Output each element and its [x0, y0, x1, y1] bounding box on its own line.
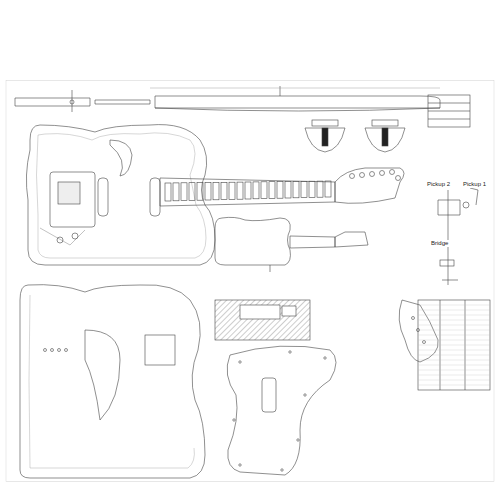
body-front-view — [26, 125, 215, 265]
fret-marker — [253, 182, 259, 199]
table-row-line — [418, 375, 490, 376]
table-row-line — [418, 360, 490, 361]
pickup-details — [438, 188, 478, 285]
fret-marker — [277, 182, 283, 199]
table-row-line — [418, 350, 490, 351]
table-row-line — [418, 370, 490, 371]
fret-marker — [229, 182, 235, 199]
table-row-line — [418, 305, 490, 306]
headstock-template — [399, 300, 438, 362]
neck-side-view — [15, 86, 440, 112]
body-small-view — [215, 217, 368, 272]
fret-marker — [165, 183, 171, 201]
part-label: Bridge — [430, 240, 449, 247]
table-row-line — [418, 355, 490, 356]
body-back-view — [20, 285, 205, 478]
fret-marker — [237, 182, 243, 199]
table-row-line — [418, 340, 490, 341]
table-row-line — [418, 330, 490, 331]
fret-marker — [269, 182, 275, 199]
fret-marker — [301, 181, 307, 197]
table-row-line — [418, 365, 490, 366]
fret-marker — [245, 182, 251, 199]
neck-profile-sections — [305, 120, 405, 152]
fret-marker — [213, 182, 219, 199]
part-label: Pickup 2 — [426, 181, 451, 188]
fret-marker — [285, 182, 291, 199]
pickguard — [227, 346, 336, 475]
table-row-line — [418, 380, 490, 381]
table-row-line — [418, 325, 490, 326]
part-label: Pickup 1 — [462, 181, 487, 188]
fret-marker — [221, 182, 227, 199]
body-cross-section — [215, 300, 310, 340]
table-row-line — [418, 335, 490, 336]
fret-marker — [293, 181, 299, 197]
f-hole — [110, 140, 132, 176]
table-row-line — [418, 345, 490, 346]
neck-top-view — [160, 168, 404, 206]
fret-marker — [317, 181, 323, 197]
fret-marker — [205, 183, 211, 201]
fret-marker — [173, 183, 179, 201]
fret-marker — [181, 183, 187, 201]
table-row-line — [418, 310, 490, 311]
table-row-line — [418, 320, 490, 321]
fret-table — [418, 300, 490, 390]
fret-marker — [325, 181, 331, 197]
sheet-border — [6, 80, 494, 481]
fret-marker — [189, 183, 195, 201]
fret-marker — [261, 182, 267, 199]
table-row-line — [418, 315, 490, 316]
table-row-line — [418, 385, 490, 386]
title-block — [428, 95, 470, 127]
fret-marker — [309, 181, 315, 197]
fret-marker — [197, 183, 203, 201]
